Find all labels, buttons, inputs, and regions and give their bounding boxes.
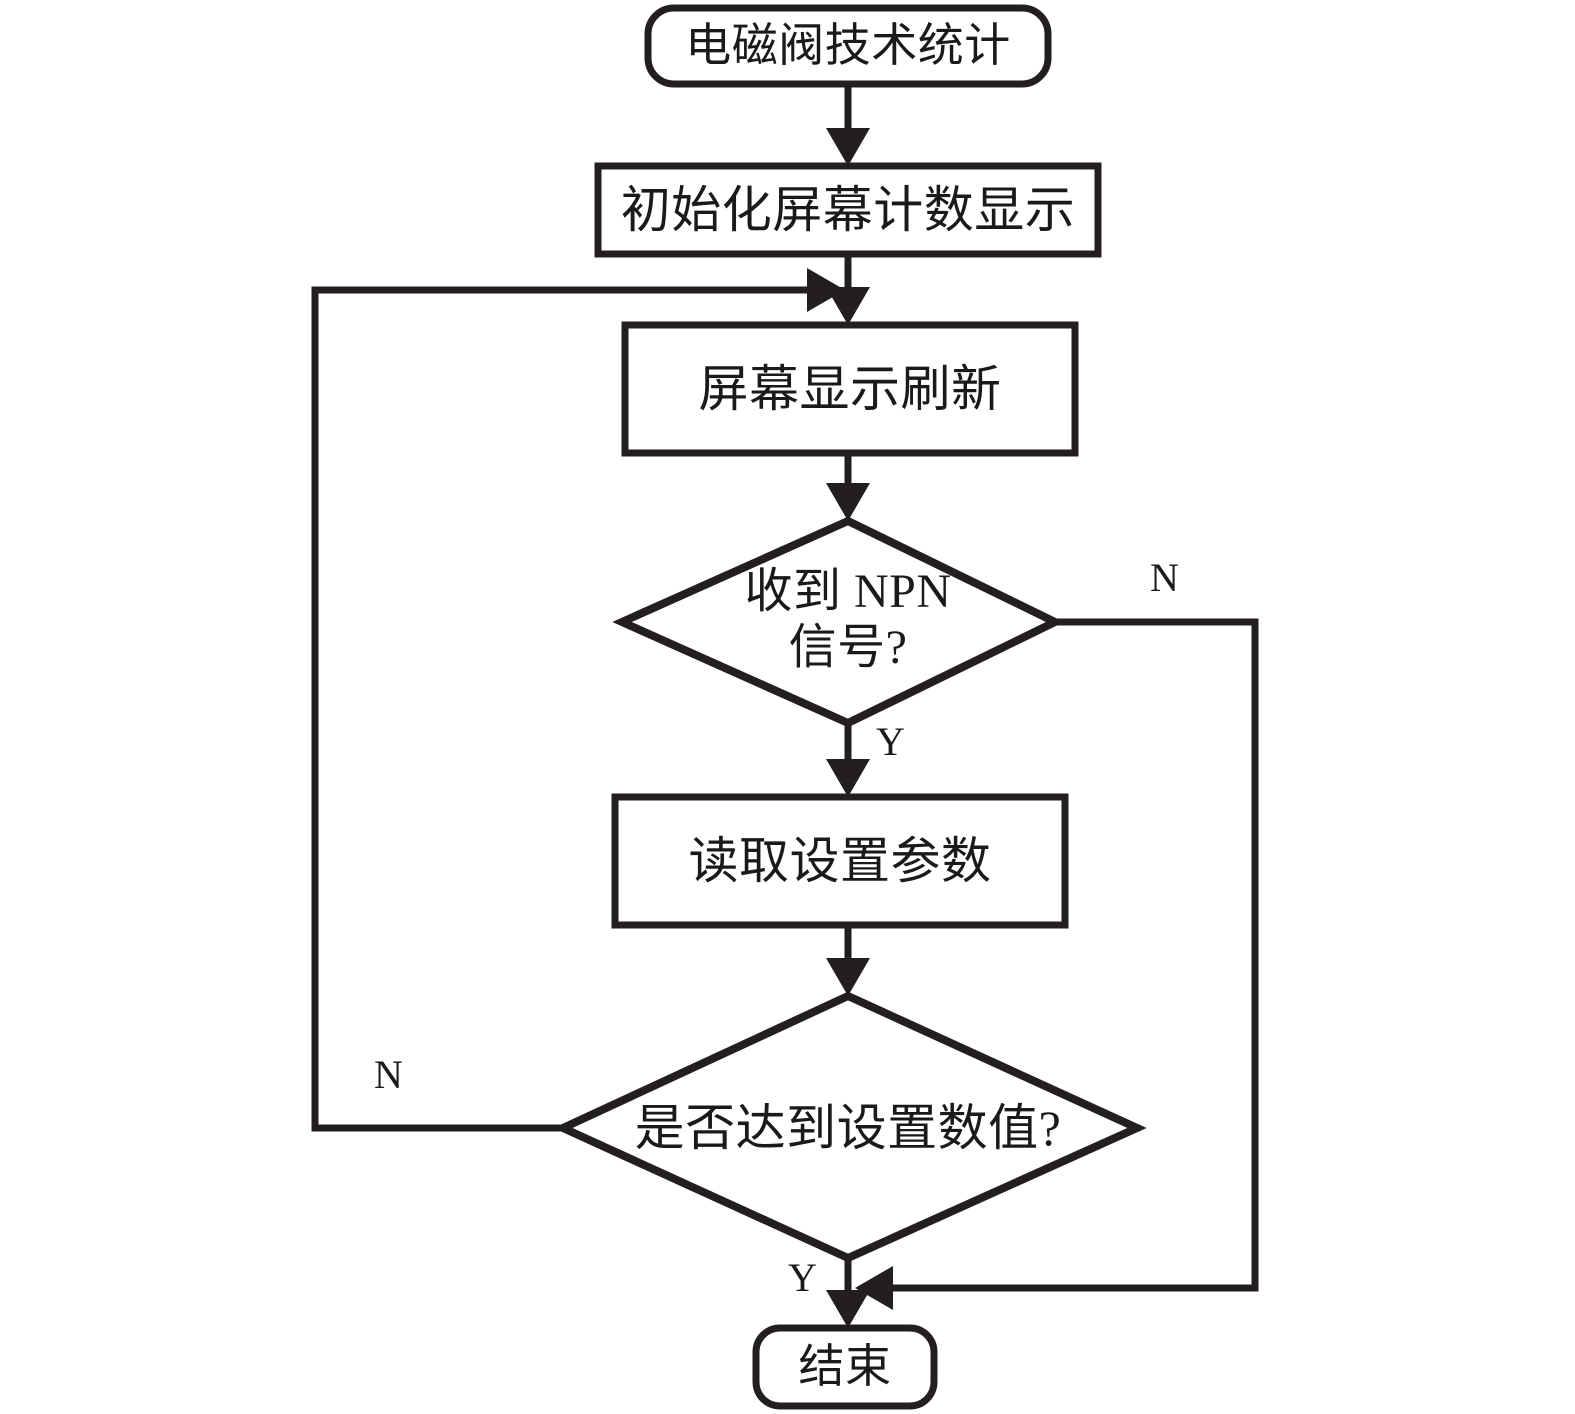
edge-label-npn-no: N (1150, 555, 1179, 600)
node-readparam-shape[interactable] (611, 793, 1069, 929)
node-refresh-label: 屏幕显示刷新 (698, 361, 1002, 417)
node-start-label: 电磁阀技术统计 (685, 20, 1011, 72)
node-init-shape[interactable] (594, 162, 1102, 258)
edge-label-reached-yes: Y (788, 1255, 817, 1300)
node-start-shape[interactable] (644, 4, 1052, 88)
edge-label-reached-no: N (374, 1052, 403, 1097)
node-readparam-label: 读取设置参数 (688, 833, 992, 889)
node-end-shape[interactable] (752, 1324, 938, 1410)
edge-refresh-to-npn (826, 453, 870, 521)
edge-readparam-to-reached (826, 925, 870, 996)
edge-start-to-init (826, 86, 870, 166)
node-refresh-shape[interactable] (621, 321, 1079, 457)
edge-reached-yes-to-end (826, 1258, 870, 1328)
node-end-label: 结束 (798, 1341, 892, 1393)
node-init-label: 初始化屏幕计数显示 (620, 182, 1076, 238)
node-npn-label: 收到 NPN 信号? (744, 565, 952, 674)
edge-label-npn-yes: Y (876, 719, 905, 764)
edge-reached-no-loopback (311, 268, 845, 1132)
edge-init-to-refresh (826, 254, 870, 325)
edge-npn-yes-to-readparam (826, 723, 870, 797)
node-reached-label: 是否达到设置数值? (634, 1100, 1062, 1156)
edge-npn-no-to-end (855, 618, 1259, 1310)
